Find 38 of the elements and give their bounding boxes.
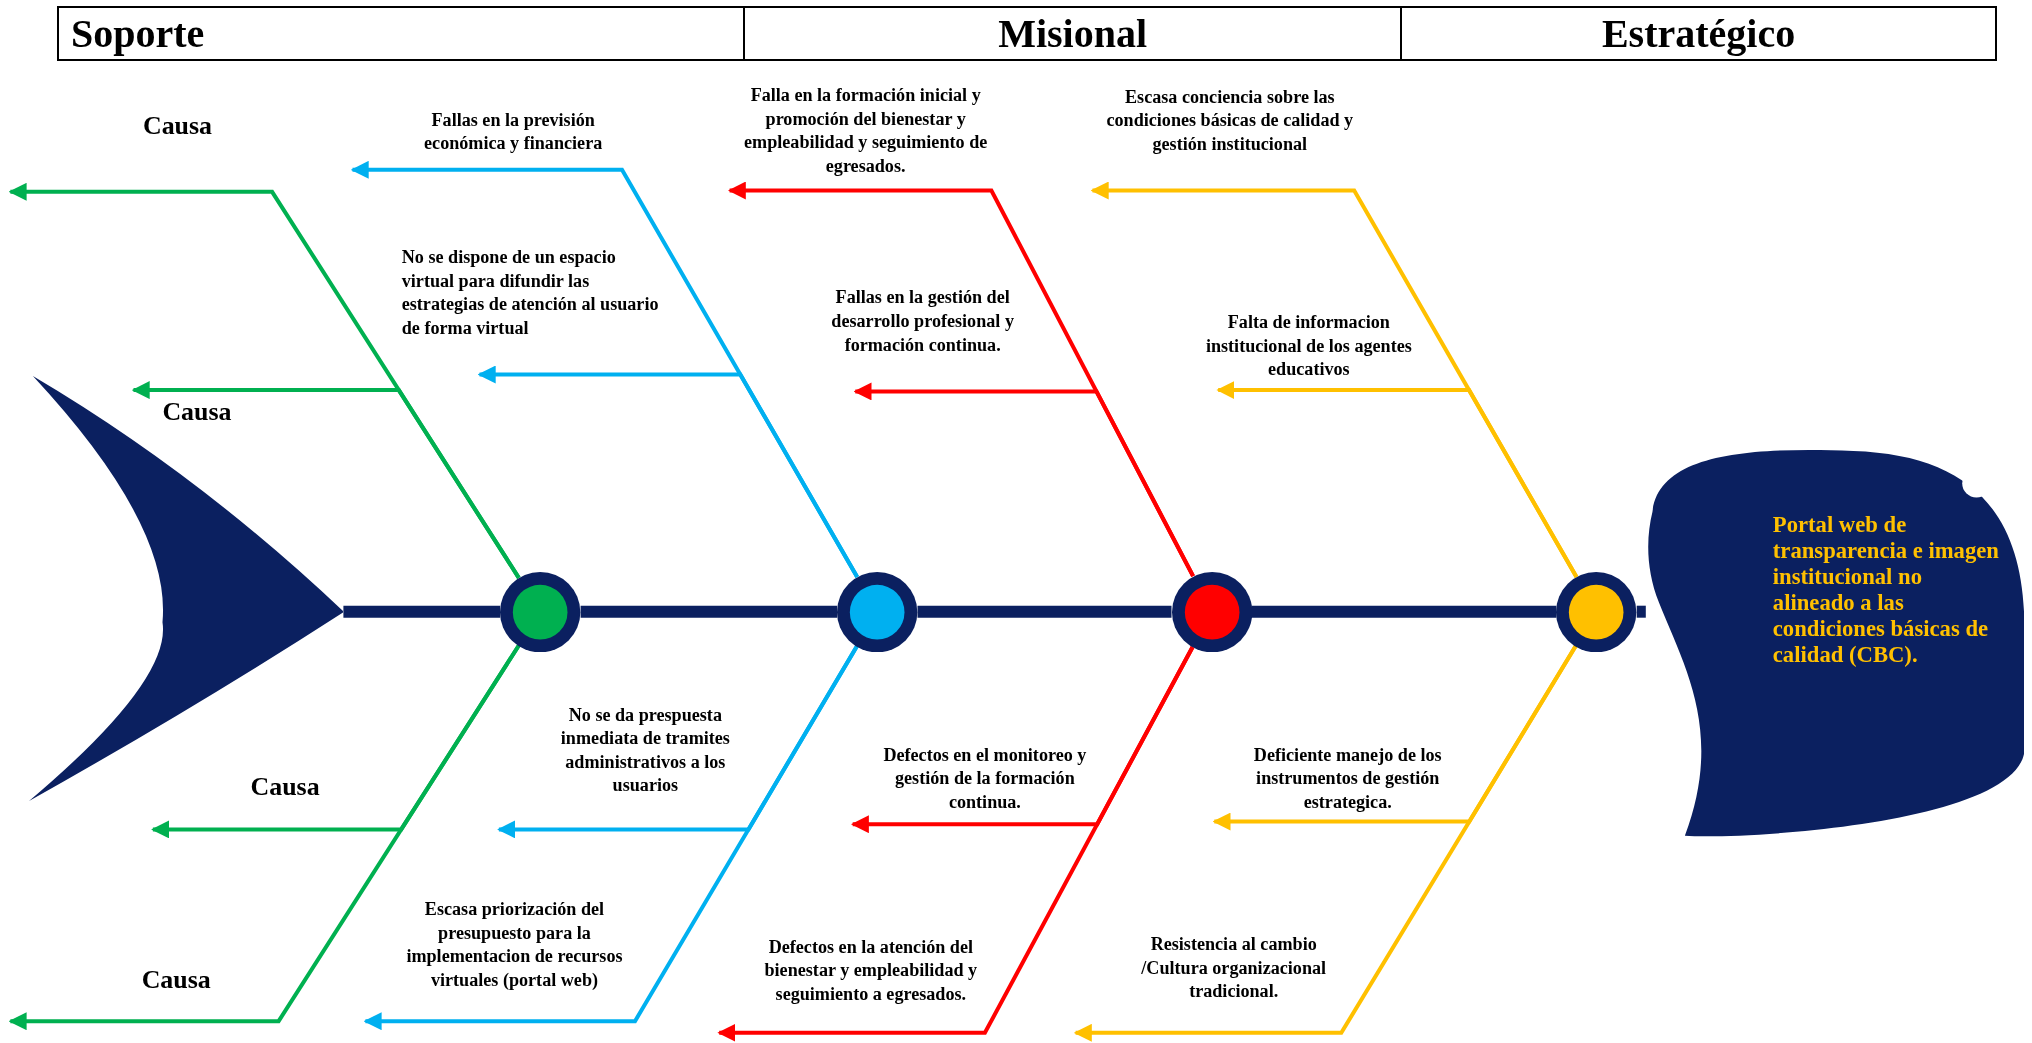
arrow (8, 644, 521, 1031)
cause-text: Causa (141, 109, 214, 142)
cause-text: Causa (140, 963, 212, 996)
category-header: Misional (743, 8, 1401, 59)
arrow (853, 382, 1195, 578)
cause-text: Escasa priorización del presupuesto para la implementacion de recursos virtuales (portal web) (405, 898, 624, 992)
category-header: Estratégico (1400, 8, 1995, 59)
arrow (1073, 644, 1578, 1042)
spine-line (1251, 605, 1557, 618)
junction-circle (1171, 571, 1252, 652)
cause-text: Deficiente manejo de los instrumentos de gestión estrategica. (1252, 743, 1443, 814)
arrow (477, 365, 859, 578)
spine-line (580, 605, 838, 618)
spine-line (343, 605, 501, 618)
cause-text: Falta de informacion institucional de los agentes educativos (1204, 311, 1413, 382)
arrow (363, 645, 859, 1031)
arrow (131, 381, 521, 579)
junction-circle (500, 571, 581, 652)
cause-text: Escasa conciencia sobre las condiciones básicas de calidad y gestión institucional (1105, 85, 1355, 156)
category-header: Soporte (70, 9, 206, 58)
cause-text: Causa (249, 770, 321, 803)
arrow (1216, 381, 1579, 578)
junction-circle (837, 571, 918, 652)
cause-text: Defectos en el monitoreo y gestión de la formación continua. (882, 743, 1088, 814)
arrow (717, 646, 1195, 1042)
junction-circle (1556, 571, 1637, 652)
spine-line (917, 605, 1172, 618)
cause-text: Defectos en la atención del bienestar y empleabilidad y seguimiento a egresados. (763, 935, 979, 1006)
cause-text: Fallas en la gestión del desarrollo profesional y formación continua. (830, 286, 1015, 357)
fish-tail-shape (28, 375, 344, 801)
cause-text: Resistencia al cambio /Cultura organizacional tradicional. (1140, 933, 1328, 1004)
cause-text: Fallas en la previsión económica y financiera (423, 108, 604, 156)
problem-statement: Portal web de transparencia e imagen institucional no alineado a las condiciones básicas de calidad (CBC). (1772, 511, 2000, 669)
spine-line (1636, 605, 1646, 618)
cause-text: No se dispone de un espacio virtual para difundir las estrategias de atención al usuario de forma virtual (401, 246, 660, 340)
cause-text: No se da prespuesta inmediata de tramites administrativos a los usuarios (559, 703, 731, 798)
cause-text: Falla en la formación inicial y promoción del bienestar y empleabilidad y seguimiento de egresados. (743, 84, 989, 178)
cause-text: Causa (161, 396, 233, 429)
